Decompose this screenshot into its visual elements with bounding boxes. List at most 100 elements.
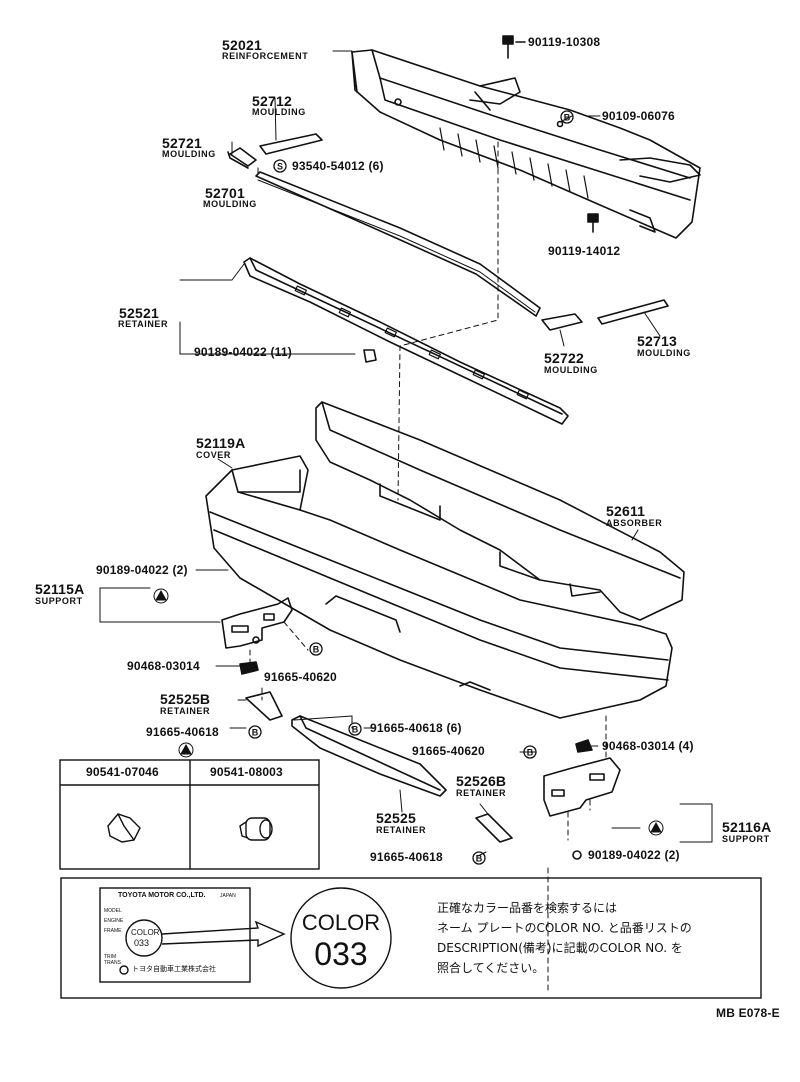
absorber-52611 xyxy=(315,401,685,621)
part-caption-52526b: RETAINER xyxy=(456,788,507,798)
reinforcement-part xyxy=(351,49,701,239)
part-caption-52712: MOULDING xyxy=(252,107,306,117)
support-52115a xyxy=(221,597,293,649)
part-number-90119-14012: 90119-14012 xyxy=(548,244,621,258)
part-number-52526b: 52526B xyxy=(456,773,507,789)
color-word: COLOR xyxy=(301,910,381,935)
part-caption-52713: MOULDING xyxy=(637,348,691,358)
color-instruction-line-4: 照合してください。 xyxy=(437,961,545,975)
part-number-52525b: 52525B xyxy=(160,691,211,707)
part-number-52521: 52521 xyxy=(119,305,159,321)
b-symbol-icon xyxy=(348,722,362,736)
part-number-52611: 52611 xyxy=(606,503,646,519)
part-number-93540-54012: 93540-54012 (6) xyxy=(292,159,384,173)
s-symbol-icon xyxy=(273,159,287,173)
triangle-symbol-icon xyxy=(153,588,169,604)
clip-icon xyxy=(575,739,593,753)
part-number-52021: 52021 xyxy=(222,37,262,53)
part-number-52712: 52712 xyxy=(252,93,292,109)
svg-text:MODEL: MODEL xyxy=(104,908,122,914)
retainer-52521 xyxy=(243,257,569,425)
color-instruction-line-1: 正確なカラー品番を検索するには xyxy=(437,901,618,915)
part-number-91665-40618-left: 91665-40618 xyxy=(146,725,219,739)
part-number-52116a: 52116A xyxy=(722,819,772,835)
moulding-52701 xyxy=(255,171,541,317)
color-circle xyxy=(290,887,392,989)
plate-maker: TOYOTA MOTOR CO.,LTD. xyxy=(118,892,206,899)
part-number-90189-04022-2-right: 90189-04022 (2) xyxy=(588,848,680,862)
color-instruction-line-2: ネーム プレートのCOLOR NO. と品番リストの xyxy=(437,921,692,935)
fastener-table xyxy=(59,759,320,870)
color-instruction-line-3: DESCRIPTION(備考)に記載のCOLOR NO. を xyxy=(437,941,683,955)
table-header-08003: 90541-08003 xyxy=(210,765,283,779)
clip-07046-icon xyxy=(107,813,141,843)
part-caption-52525: RETAINER xyxy=(376,825,427,835)
part-caption-52119a: COVER xyxy=(196,450,232,460)
svg-text:B: B xyxy=(564,113,571,123)
plate-color-circle xyxy=(125,919,163,957)
retainer-52526b xyxy=(475,813,513,843)
part-number-90119-10308: 90119-10308 xyxy=(528,35,601,49)
nut-icon xyxy=(572,850,582,860)
color-note-box xyxy=(60,877,762,999)
part-caption-52722: MOULDING xyxy=(544,365,598,375)
moulding-52722 xyxy=(541,313,583,331)
triangle-symbol-icon xyxy=(648,820,664,836)
part-number-90189-04022-11: 90189-04022 (11) xyxy=(194,345,292,359)
part-number-52701: 52701 xyxy=(205,185,245,201)
part-number-52721: 52721 xyxy=(162,135,202,151)
name-plate xyxy=(99,887,251,983)
cover-52119a xyxy=(205,455,673,719)
part-caption-52701: MOULDING xyxy=(203,199,257,209)
clip-08003-icon xyxy=(245,817,271,841)
part-caption-52021: REINFORCEMENT xyxy=(222,51,309,61)
svg-text:TRIM: TRIM xyxy=(104,954,116,960)
b-symbol-icon xyxy=(472,851,486,865)
part-caption-52116a: SUPPORT xyxy=(722,834,770,844)
moulding-52721 xyxy=(229,147,257,167)
nut-icon xyxy=(363,349,377,363)
arrow-icon xyxy=(161,920,286,948)
moulding-52712 xyxy=(259,133,323,155)
plate-footer: トヨタ自動車工業株式会社 xyxy=(132,965,216,973)
color-code: 033 xyxy=(314,936,368,972)
triangle-symbol-icon xyxy=(178,742,194,758)
b-symbol-icon xyxy=(523,745,537,759)
part-number-52119a: 52119A xyxy=(196,435,246,451)
plate-color-code: 033 xyxy=(134,938,150,948)
svg-text:B: B xyxy=(252,728,259,738)
part-caption-52521: RETAINER xyxy=(118,319,169,329)
part-number-52722: 52722 xyxy=(544,350,584,366)
part-number-91665-40620-right: 91665-40620 xyxy=(412,744,485,758)
part-number-90109-06076: 90109-06076 xyxy=(602,109,675,123)
part-number-91665-40618-bottom: 91665-40618 xyxy=(370,850,443,864)
svg-text:B: B xyxy=(476,854,483,864)
part-number-52525: 52525 xyxy=(376,810,416,826)
svg-text:B: B xyxy=(313,645,320,655)
part-caption-52525b: RETAINER xyxy=(160,706,211,716)
svg-text:TRANS: TRANS xyxy=(104,960,122,966)
part-number-91665-40620-left: 91665-40620 xyxy=(264,670,337,684)
b-symbol-icon xyxy=(560,110,574,124)
part-caption-52115a: SUPPORT xyxy=(35,596,83,606)
svg-text:B: B xyxy=(527,748,534,758)
b-symbol-icon xyxy=(248,725,262,739)
support-52116a xyxy=(543,757,621,817)
footer-code: MB E078-E xyxy=(716,1006,780,1020)
part-number-52115a: 52115A xyxy=(35,581,85,597)
svg-text:B: B xyxy=(352,725,359,735)
part-caption-52721: MOULDING xyxy=(162,149,216,159)
svg-text:FRAME: FRAME xyxy=(104,928,122,934)
part-number-90468-03014-4: 90468-03014 (4) xyxy=(602,739,694,753)
retainer-52525 xyxy=(291,715,447,797)
part-number-91665-40618-6: 91665-40618 (6) xyxy=(370,721,462,735)
svg-text:ENGINE: ENGINE xyxy=(104,918,124,924)
part-number-90189-04022-2-left: 90189-04022 (2) xyxy=(96,563,188,577)
plate-country: JAPAN xyxy=(220,893,236,899)
clip-icon xyxy=(239,661,259,675)
bolt-icon xyxy=(502,35,514,59)
plate-color-word: COLOR xyxy=(131,928,160,937)
part-number-90468-03014: 90468-03014 xyxy=(127,659,200,673)
part-number-52713: 52713 xyxy=(637,333,677,349)
retainer-52525b xyxy=(245,691,283,721)
